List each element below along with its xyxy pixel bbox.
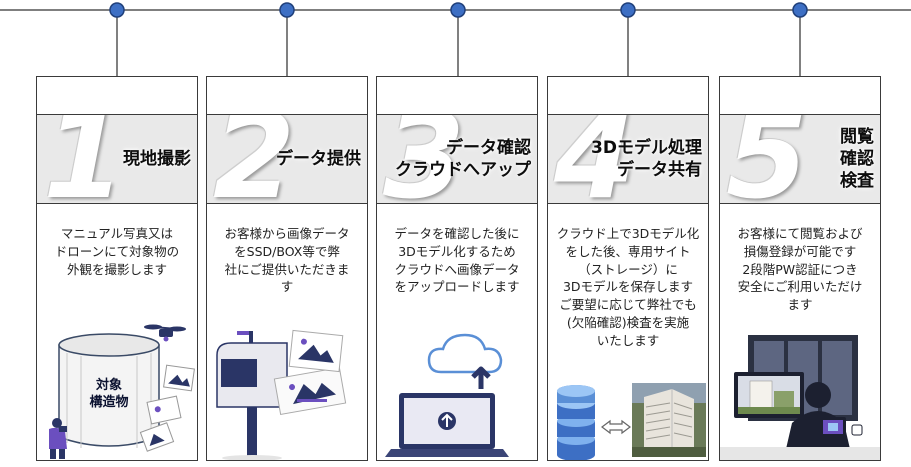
step-header-2: 2 データ提供 xyxy=(207,114,367,204)
step-title-3: データ確認 クラウドへアップ xyxy=(395,115,531,203)
step-header-3: 3 データ確認 クラウドへアップ xyxy=(377,114,537,204)
cloud-upload-icon xyxy=(427,333,503,389)
step-desc-line: す xyxy=(280,279,294,295)
drone-icon xyxy=(144,324,186,342)
tank-icon: 対象構造物 xyxy=(58,333,160,448)
step-desc-line: 3Dモデルを保存します xyxy=(562,279,694,295)
step-description-5: お客様にて閲覧および 損傷登録が可能です 2段階PW認証につき 安全にご利用いた… xyxy=(724,225,876,314)
timeline-node-1 xyxy=(109,2,125,18)
step-title-line: クラウドへアップ xyxy=(395,160,531,180)
step-desc-line: 損傷登録が可能です xyxy=(743,243,857,259)
step-desc-line: (欠陥確認)検査を実施 xyxy=(566,314,690,330)
step-desc-line: 2段階PW認証につき xyxy=(742,261,858,277)
step-card-2: 2 データ提供 お客様から画像データ をSSD/BOX等で弊 社にご提供いただき… xyxy=(206,76,368,461)
timeline-node-2 xyxy=(279,2,295,18)
step-card-4: 4 3Dモデル処理 データ共有 クラウド上で3Dモデル化 をした後、専用サイト … xyxy=(547,76,709,461)
step-desc-line: データを確認した後に xyxy=(394,226,520,241)
step-desc-line: いたします xyxy=(596,332,660,348)
step-title-2: データ提供 xyxy=(276,115,361,203)
step-description-1: マニュアル写真又は ドローンにて対象物の 外観を撮影します xyxy=(41,225,193,278)
step-header-4: 4 3Dモデル処理 データ共有 xyxy=(548,114,708,204)
step-desc-line: をアップロードします xyxy=(394,279,520,295)
step-title-line: 確認 xyxy=(840,148,874,169)
mailbox-icon xyxy=(216,331,288,460)
step-title-line: 閲覧 xyxy=(840,126,874,147)
step-title-line: 3Dモデル処理 xyxy=(591,137,702,158)
step-title-line: データ提供 xyxy=(276,148,361,169)
photo-card-icon xyxy=(273,329,347,416)
step-number-1: 1 xyxy=(43,114,126,204)
step-card-1: 1 現地撮影 マニュアル写真又は ドローンにて対象物の 外観を撮影します 対象構… xyxy=(36,76,198,461)
step-title-4: 3Dモデル処理 データ共有 xyxy=(591,115,702,203)
step-desc-line: マニュアル写真又は xyxy=(60,226,174,241)
step-desc-line: クラウドへ画像データ xyxy=(394,261,520,277)
illustration-label-line: 対象構造物 xyxy=(89,377,128,410)
step-title-line: 現地撮影 xyxy=(123,148,191,169)
step-header-5: 5 閲覧 確認 検査 xyxy=(720,114,880,204)
step-description-3: データを確認した後に 3Dモデル化するため クラウドへ画像データ をアップロード… xyxy=(381,225,533,296)
timeline xyxy=(0,2,911,76)
step-desc-line: お客様から画像データ xyxy=(224,226,350,241)
illustration-label-line: 構造物 xyxy=(89,394,128,410)
step-desc-line: クラウド上で3Dモデル化 xyxy=(556,226,700,241)
step-number-5: 5 xyxy=(726,114,809,204)
step-number-3: 3 xyxy=(383,114,466,204)
step-desc-line: ご要望に応じて弊社でも xyxy=(559,297,697,312)
step-desc-line: ドローンにて対象物の xyxy=(54,243,180,259)
step-desc-line: （ストレージ）に xyxy=(578,261,678,277)
step-desc-line: お客様にて閲覧および xyxy=(737,226,863,241)
step-desc-line: ます xyxy=(787,297,813,312)
step-description-4: クラウド上で3Dモデル化 をした後、専用サイト （ストレージ）に 3Dモデルを保… xyxy=(552,225,704,349)
step-card-5: 5 閲覧 確認 検査 お客様にて閲覧および 損傷登録が可能です 2段階PW認証に… xyxy=(719,76,881,461)
step-title-line: データ共有 xyxy=(617,160,702,180)
step-title-5: 閲覧 確認 検査 xyxy=(840,115,874,203)
exchange-arrows-icon xyxy=(601,419,631,435)
database-icon xyxy=(557,385,595,460)
illustration-label-line: 対象 xyxy=(95,377,122,393)
step-number-2: 2 xyxy=(213,114,296,204)
step-header-1: 1 現地撮影 xyxy=(37,114,197,204)
step-desc-line: 外観を撮影します xyxy=(66,261,167,277)
step-desc-line: 3Dモデル化するため xyxy=(398,243,516,259)
timeline-node-3 xyxy=(450,2,466,18)
step-number-4: 4 xyxy=(554,114,637,204)
photo-card-icon xyxy=(139,364,195,452)
step-card-3: 3 データ確認 クラウドへアップ データを確認した後に 3Dモデル化するため ク… xyxy=(376,76,538,461)
step-desc-line: 安全にご利用いただけ xyxy=(737,279,863,295)
step-desc-line: 社にご提供いただきま xyxy=(224,261,350,277)
timeline-node-5 xyxy=(792,2,808,18)
person-camera-icon xyxy=(49,418,67,459)
step-title-line: 検査 xyxy=(840,171,874,192)
timeline-node-4 xyxy=(620,2,636,18)
person-monitor-icon xyxy=(720,335,880,460)
building-model-icon xyxy=(632,383,706,457)
step-title-line: データ確認 xyxy=(446,137,531,158)
step-desc-line: をSSD/BOX等で弊 xyxy=(234,243,340,259)
timeline-connectors xyxy=(116,10,801,76)
step-description-2: お客様から画像データ をSSD/BOX等で弊 社にご提供いただきま す xyxy=(211,225,363,296)
step-desc-line: をした後、専用サイト xyxy=(565,243,691,259)
step-title-1: 現地撮影 xyxy=(123,115,191,203)
laptop-icon xyxy=(385,393,509,457)
